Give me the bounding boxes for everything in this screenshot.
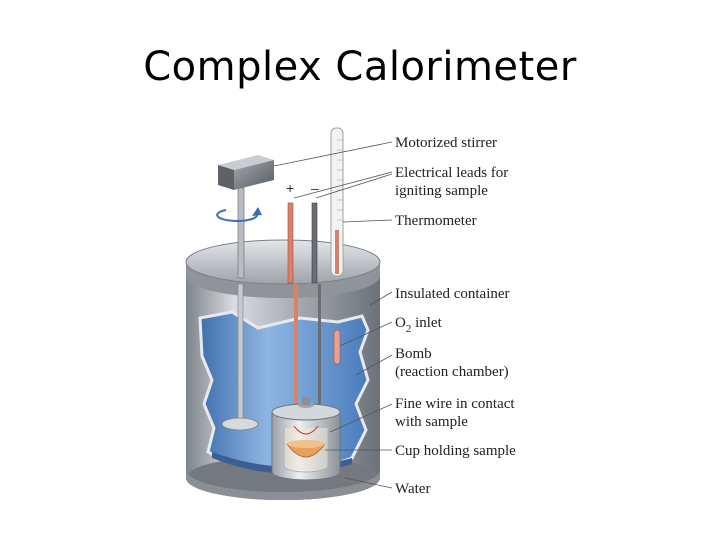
sample-cup (286, 425, 326, 458)
label-insulated-container: Insulated container (395, 286, 510, 302)
label-o2-inlet: O2 inlet (395, 315, 443, 335)
bomb-chamber (271, 397, 341, 481)
label-fine-wire-line1: Fine wire in contact (395, 396, 515, 412)
label-electrical-leads-line1: Electrical leads for (395, 165, 508, 181)
label-fine-wire-line2: with sample (395, 414, 468, 430)
motorized-stirrer (218, 155, 274, 431)
slide-title: Complex Calorimeter (143, 44, 577, 90)
label-thermometer: Thermometer (395, 213, 477, 229)
rotation-arrow-icon (216, 207, 262, 222)
label-bomb-line2: (reaction chamber) (395, 364, 509, 380)
container-lid (185, 239, 381, 298)
label-cup-holding-sample: Cup holding sample (395, 443, 516, 459)
label-electrical-leads-line2: igniting sample (395, 183, 488, 199)
label-motorized-stirrer: Motorized stirrer (395, 135, 497, 151)
thermometer (330, 127, 344, 365)
o2-subscript: 2 (406, 323, 412, 335)
leader-lines (273, 141, 393, 489)
minus-sign: – (311, 180, 319, 196)
label-bomb-line1: Bomb (395, 346, 432, 362)
o2-rest: inlet (411, 315, 442, 331)
plus-sign: + (286, 180, 294, 196)
label-water: Water (395, 481, 430, 497)
electrical-leads: + – (286, 180, 321, 404)
o2-main: O (395, 315, 406, 331)
